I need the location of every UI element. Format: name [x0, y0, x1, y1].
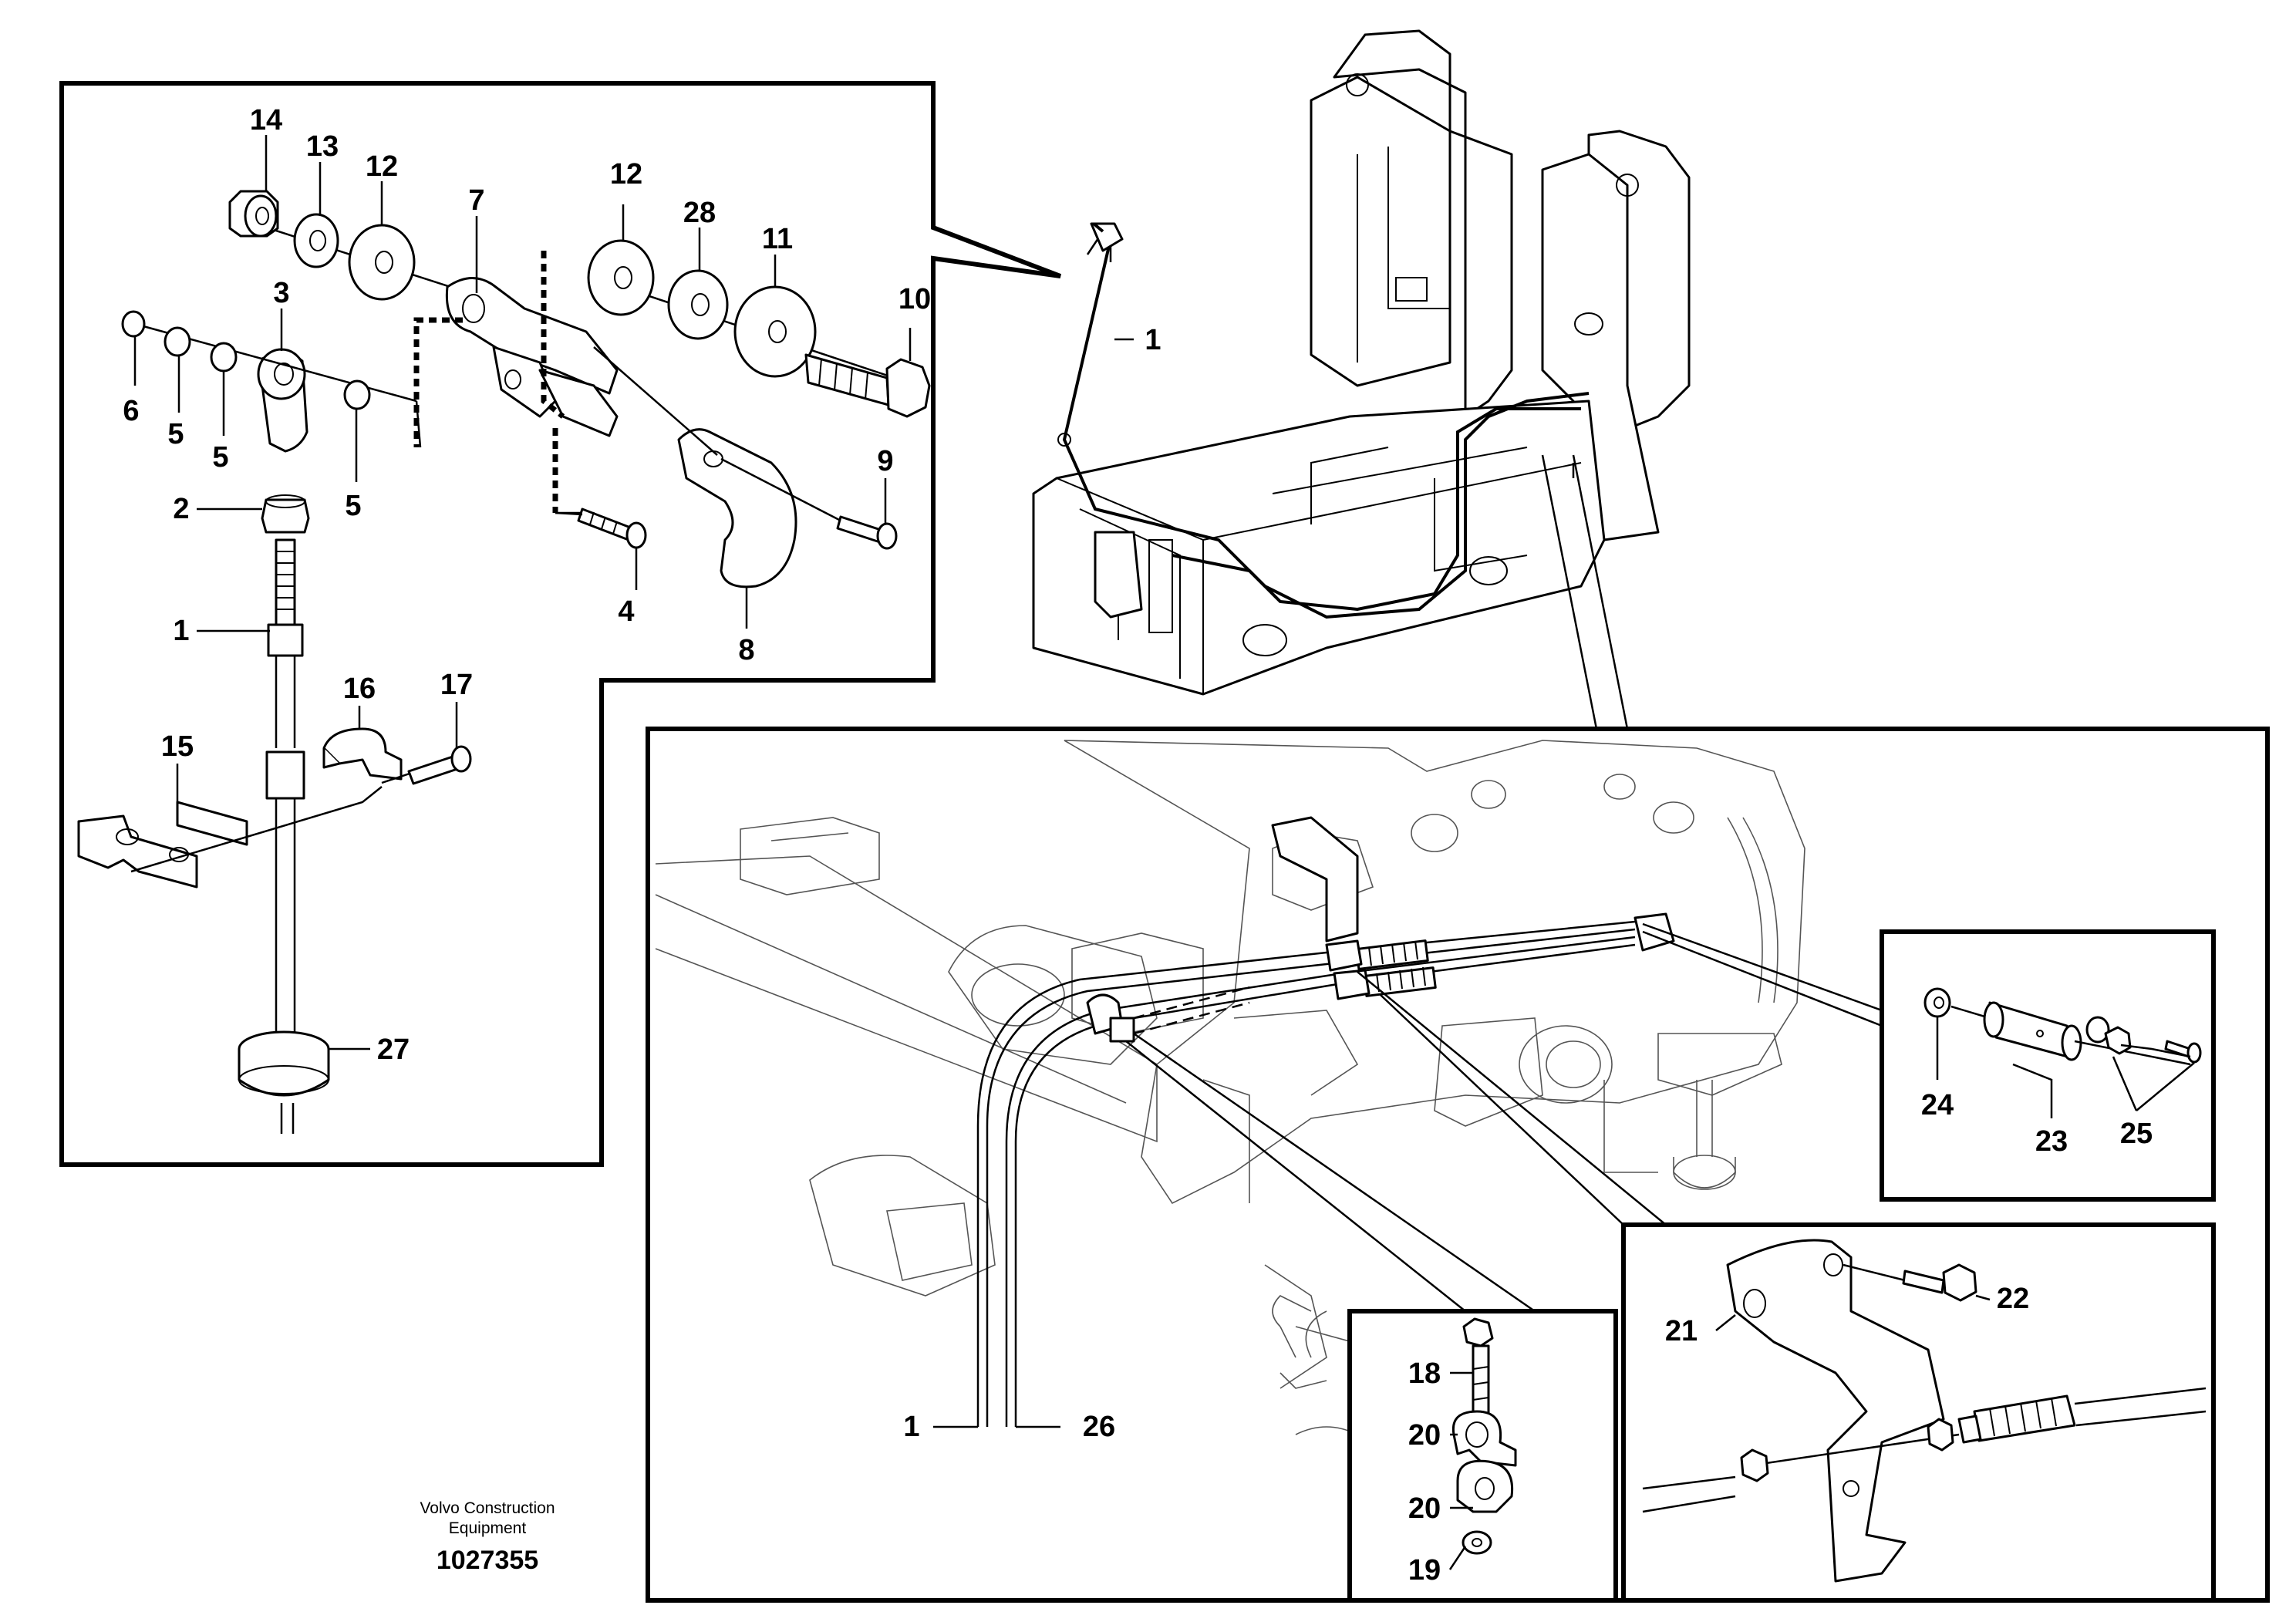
caption-line-2: Equipment	[449, 1519, 527, 1537]
callout-24: 24	[1921, 1089, 1954, 1121]
callout-21: 21	[1665, 1315, 1698, 1347]
callout-27: 27	[377, 1034, 410, 1066]
callout-1-overview: 1	[1145, 324, 1161, 356]
callout-5b: 5	[212, 441, 228, 474]
callout-10: 10	[899, 283, 931, 315]
main-view-cables	[976, 912, 1675, 1427]
callout-8: 8	[738, 634, 754, 666]
callout-18: 18	[1408, 1357, 1441, 1390]
exploded-view-parts	[77, 190, 931, 1134]
callout-12b: 12	[610, 158, 642, 191]
detail-bracket-parts	[1642, 1239, 2207, 1583]
callout-11: 11	[762, 223, 793, 255]
callout-4: 4	[618, 595, 634, 628]
callout-15: 15	[161, 730, 194, 763]
detail-clamp-parts	[1451, 1317, 1517, 1555]
callout-14: 14	[250, 104, 282, 137]
callout-2: 2	[173, 493, 189, 525]
callout-20b: 20	[1408, 1492, 1441, 1525]
document-number: 1027355	[437, 1546, 538, 1575]
callout-25: 25	[2120, 1118, 2153, 1150]
machine-frame-overview	[1032, 29, 1691, 696]
callout-20a: 20	[1408, 1419, 1441, 1452]
callout-5a: 5	[167, 418, 184, 450]
callout-16: 16	[343, 673, 376, 705]
callout-1-exploded: 1	[173, 615, 189, 647]
callout-5c: 5	[345, 490, 361, 522]
callout-6: 6	[123, 395, 139, 427]
callout-19: 19	[1408, 1554, 1441, 1587]
publisher-caption: Volvo Construction Equipment 1027355	[420, 1499, 555, 1575]
callout-23: 23	[2035, 1125, 2068, 1158]
callout-22: 22	[1997, 1283, 2029, 1315]
callout-labels: 14 13 12 7 3 6 5 5 5 2 1 4 8 9 10 11 28 …	[123, 104, 2153, 1587]
detail-pin-parts	[1923, 987, 2202, 1066]
caption-line-1: Volvo Construction	[420, 1499, 555, 1517]
callout-7: 7	[468, 184, 484, 217]
callout-12: 12	[366, 150, 398, 183]
callout-28: 28	[683, 197, 716, 229]
callout-leaders	[133, 135, 2195, 1570]
callout-1-main: 1	[903, 1411, 919, 1443]
callout-13: 13	[306, 130, 339, 163]
callout-17: 17	[440, 669, 473, 701]
overview-leader	[1541, 454, 1629, 730]
callout-3: 3	[273, 277, 289, 309]
callout-9: 9	[877, 445, 893, 477]
callout-26: 26	[1083, 1411, 1115, 1443]
